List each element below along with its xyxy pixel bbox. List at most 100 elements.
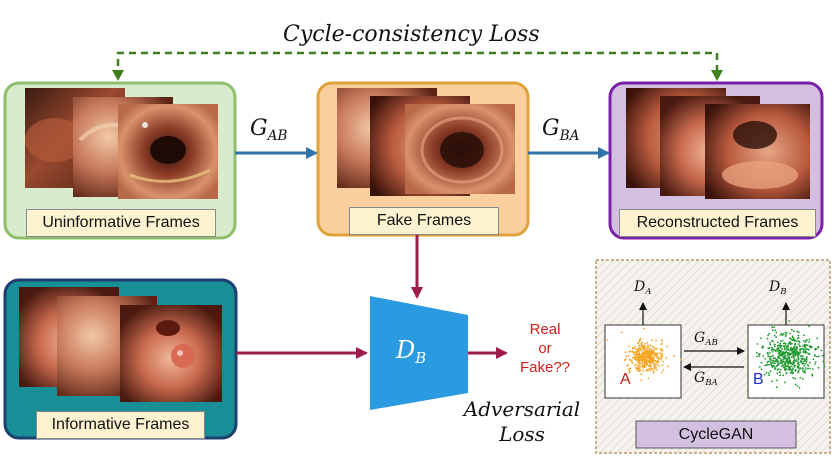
scatter-point xyxy=(641,363,644,366)
scatter-point xyxy=(646,368,648,371)
scatter-point xyxy=(649,369,651,372)
gba-label: GBA xyxy=(542,116,580,144)
scatter-point xyxy=(791,371,793,373)
adversarial-line1: Adversarial xyxy=(463,397,581,421)
scatter-point xyxy=(789,343,792,346)
cycle-arrowhead-right xyxy=(711,70,723,81)
scatter-point xyxy=(770,361,773,364)
scatter-point xyxy=(644,358,647,360)
scatter-point xyxy=(767,355,769,358)
scatter-point xyxy=(794,345,796,347)
scatter-point xyxy=(650,367,653,369)
scatter-point xyxy=(647,344,649,347)
scatter-point xyxy=(792,372,794,374)
scatter-point xyxy=(784,331,787,334)
scatter-point xyxy=(661,355,663,358)
scatter-point xyxy=(813,355,816,357)
scatter-point xyxy=(633,364,636,367)
adversarial-loss: Adversarial Loss xyxy=(452,397,592,447)
scatter-point xyxy=(809,367,811,370)
scatter-point xyxy=(756,355,759,358)
scatter-point xyxy=(804,346,807,349)
scatter-point xyxy=(653,365,655,368)
scatter-point xyxy=(654,364,657,367)
scatter-point xyxy=(646,349,649,352)
scatter-point xyxy=(637,348,640,350)
scatter-point xyxy=(789,362,792,364)
scatter-point xyxy=(623,359,626,362)
scatter-point xyxy=(792,376,795,379)
scatter-point xyxy=(768,332,770,335)
scatter-point xyxy=(775,358,777,360)
inset-da-label: DA xyxy=(634,279,652,298)
scatter-point xyxy=(805,356,808,359)
scatter-point xyxy=(822,360,825,363)
scatter-point xyxy=(655,352,658,355)
scatter-point xyxy=(635,351,638,354)
scatter-point xyxy=(820,349,823,352)
scatter-point xyxy=(785,372,788,375)
scatter-point xyxy=(650,355,653,358)
scatter-point xyxy=(661,350,664,352)
scatter-point xyxy=(796,340,798,343)
scatter-point xyxy=(771,339,773,342)
scatter-point xyxy=(760,361,763,364)
scatter-point xyxy=(643,327,645,330)
scatter-point xyxy=(639,353,642,356)
scatter-point xyxy=(762,346,765,348)
scatter-point xyxy=(776,348,779,351)
scatter-point xyxy=(780,332,783,335)
scatter-point xyxy=(645,348,648,350)
scatter-point xyxy=(766,352,769,354)
scatter-point xyxy=(787,356,790,358)
scatter-point xyxy=(789,359,792,362)
scatter-point xyxy=(789,349,792,352)
scatter-point xyxy=(641,341,643,344)
adversarial-line2: Loss xyxy=(499,422,545,446)
scatter-point xyxy=(648,357,651,360)
scatter-point xyxy=(653,349,656,352)
scatter-point xyxy=(661,364,664,367)
scatter-point xyxy=(782,360,785,363)
scatter-point xyxy=(812,368,814,370)
scatter-point xyxy=(758,355,761,357)
scatter-point xyxy=(815,348,818,350)
scatter-point xyxy=(792,336,794,339)
scatter-point xyxy=(788,365,791,368)
scatter-point xyxy=(771,351,774,353)
scatter-point xyxy=(637,349,640,352)
inset-gab-label: GAB xyxy=(694,330,718,349)
scatter-point xyxy=(656,354,658,357)
scatter-point xyxy=(811,373,813,376)
cluster-a-points xyxy=(606,327,682,382)
scatter-point xyxy=(781,362,784,365)
scatter-point xyxy=(814,363,816,365)
scatter-point xyxy=(808,349,810,351)
scatter-point xyxy=(637,365,640,368)
scatter-point xyxy=(638,344,640,347)
scatter-point xyxy=(639,369,642,372)
scatter-point xyxy=(633,346,636,348)
scatter-point xyxy=(643,355,646,358)
scatter-point xyxy=(790,365,793,368)
scatter-point xyxy=(659,348,662,351)
scatter-point xyxy=(638,364,641,367)
scatter-point xyxy=(647,377,650,380)
scatter-point xyxy=(778,371,781,373)
scatter-point xyxy=(780,354,782,357)
scatter-point xyxy=(680,358,682,361)
scatter-point xyxy=(788,320,790,322)
scatter-point xyxy=(793,359,796,362)
scatter-point xyxy=(772,357,775,360)
scatter-point xyxy=(783,352,786,355)
scatter-point xyxy=(769,356,771,358)
cluster-b-points xyxy=(755,320,826,389)
scatter-point xyxy=(782,333,785,335)
scatter-point xyxy=(649,344,652,347)
scatter-point xyxy=(643,348,645,350)
scatter-point xyxy=(631,350,634,353)
scatter-point xyxy=(638,360,640,363)
scatter-point xyxy=(776,386,778,389)
scatter-point xyxy=(634,347,636,350)
